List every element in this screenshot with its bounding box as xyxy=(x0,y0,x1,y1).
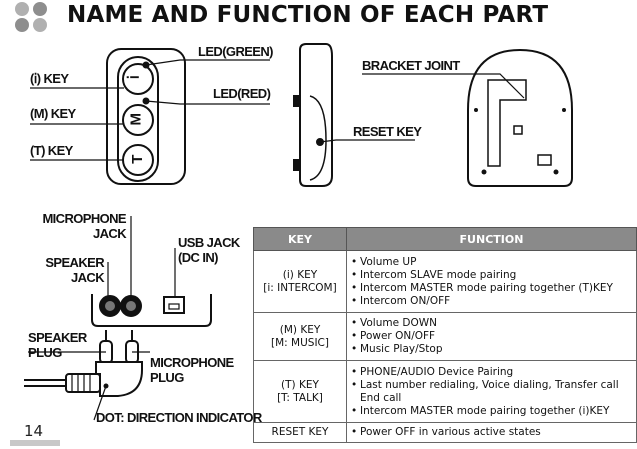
microphone-jack-label: MICROPHONE JACK xyxy=(42,211,126,241)
table-row: RESET KEY Power OFF in various active st… xyxy=(253,422,637,443)
function-cell: PHONE/AUDIO Device Pairing Last number r… xyxy=(346,360,637,423)
led-green-label: LED(GREEN) xyxy=(198,44,273,59)
header-key: KEY xyxy=(253,227,347,251)
function-item: PHONE/AUDIO Device Pairing xyxy=(351,366,632,379)
page-title: NAME AND FUNCTION OF EACH PART xyxy=(67,2,549,28)
bracket-joint-label: BRACKET JOINT xyxy=(362,58,460,73)
function-item: Intercom MASTER mode pairing together (T… xyxy=(351,282,632,295)
table-header-row: KEY FUNCTION xyxy=(253,227,637,251)
key-cell: (M) KEY [M: MUSIC] xyxy=(253,312,347,361)
t-key-label: (T) KEY xyxy=(30,143,73,158)
function-item: Power OFF in various active states xyxy=(351,426,632,439)
front-view xyxy=(106,48,186,185)
page-number: 14 xyxy=(24,422,44,440)
key-function-table: KEY FUNCTION (ⅰ) KEY [ⅰ: INTERCOM] Volum… xyxy=(253,227,637,443)
back-view xyxy=(467,48,573,187)
function-item: Last number redialing, Voice dialing, Tr… xyxy=(351,379,632,405)
i-button-glyph: ⅰ xyxy=(125,75,143,80)
footer-bar xyxy=(10,440,60,446)
function-item: Music Play/Stop xyxy=(351,343,632,356)
usb-jack-label: USB JACK (DC IN) xyxy=(178,235,240,265)
jack-panel xyxy=(91,294,212,327)
bracket-leader xyxy=(362,73,525,99)
leader-lines-jacks xyxy=(107,216,176,297)
m-key-label: (M) KEY xyxy=(30,106,76,121)
table-row: (M) KEY [M: MUSIC] Volume DOWN Power ON/… xyxy=(253,312,637,361)
speaker-jack-label: SPEAKER JACK xyxy=(45,255,104,285)
title-dots-icon xyxy=(15,2,47,32)
function-item: Intercom SLAVE mode pairing xyxy=(351,269,632,282)
side-view xyxy=(293,43,333,187)
function-item: Volume DOWN xyxy=(351,317,632,330)
microphone-plug-label: MICROPHONE PLUG xyxy=(150,355,234,385)
speaker-plug-label: SPEAKER PLUG xyxy=(28,330,87,360)
dot-indicator-label: DOT: DIRECTION INDICATOR xyxy=(96,410,262,425)
leader-lines-front xyxy=(30,59,270,161)
function-item: Volume UP xyxy=(351,256,632,269)
function-item: Intercom ON/OFF xyxy=(351,295,632,308)
key-cell: (T) KEY [T: TALK] xyxy=(253,360,347,423)
function-item: Intercom MASTER mode pairing together (ⅰ… xyxy=(351,405,632,418)
reset-key-label: RESET KEY xyxy=(353,124,422,139)
table-row: (T) KEY [T: TALK] PHONE/AUDIO Device Pai… xyxy=(253,360,637,423)
function-cell: Power OFF in various active states xyxy=(346,422,637,443)
led-red-label: LED(RED) xyxy=(213,86,271,101)
plug-assembly xyxy=(24,330,143,397)
t-button-glyph: T xyxy=(128,155,146,164)
function-cell: Volume UP Intercom SLAVE mode pairing In… xyxy=(346,250,637,313)
function-cell: Volume DOWN Power ON/OFF Music Play/Stop xyxy=(346,312,637,361)
function-item: Power ON/OFF xyxy=(351,330,632,343)
key-cell: RESET KEY xyxy=(253,422,347,443)
i-key-label: (ⅰ) KEY xyxy=(30,71,69,86)
key-cell: (ⅰ) KEY [ⅰ: INTERCOM] xyxy=(253,250,347,313)
leader-lines-plugs xyxy=(28,351,150,421)
m-button-glyph: M xyxy=(127,113,145,126)
table-row: (ⅰ) KEY [ⅰ: INTERCOM] Volume UP Intercom… xyxy=(253,250,637,313)
reset-leader xyxy=(319,139,415,143)
header-function: FUNCTION xyxy=(346,227,637,251)
